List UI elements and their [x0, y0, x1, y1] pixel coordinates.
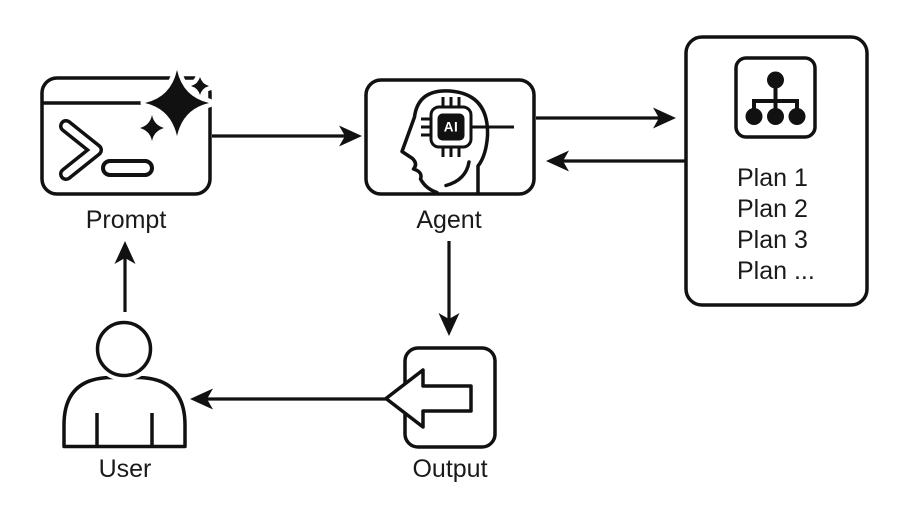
arrow-plans-to-agent — [546, 150, 686, 172]
hierarchy-root-dot — [767, 71, 784, 89]
arrow-output-to-user — [190, 388, 386, 410]
person-icon — [62, 317, 187, 449]
person-head — [95, 320, 153, 378]
head-profile — [400, 89, 490, 195]
plans-node: Plan 1 Plan 2 Plan 3 Plan ... — [684, 35, 869, 307]
plan-item-2: Plan 2 — [737, 195, 808, 223]
sparkle-big — [145, 70, 209, 136]
prompt-node: Prompt — [40, 65, 214, 234]
person-body — [62, 375, 187, 449]
agent-label: Agent — [416, 206, 481, 234]
output-node: Output — [384, 346, 497, 483]
arrow-agent-to-output — [438, 241, 460, 336]
output-label: Output — [412, 455, 487, 483]
sparkle-stars — [140, 70, 209, 141]
chip-body — [437, 113, 465, 141]
hierarchy-leaf-dot-2 — [767, 108, 784, 125]
arrow-prompt-to-agent — [212, 125, 362, 147]
edges — [114, 107, 686, 410]
prompt-underscore — [101, 159, 154, 177]
sparkle-small-tr — [191, 77, 209, 95]
arrowhead-left — [190, 388, 213, 410]
sparkle-icon — [135, 65, 214, 146]
chip-pins — [421, 97, 514, 157]
plan-item-more: Plan ... — [737, 257, 815, 285]
arrowhead-right — [339, 125, 362, 147]
prompt-label: Prompt — [86, 206, 167, 234]
jaw-line — [444, 160, 471, 188]
agent-node: AI Agent — [364, 78, 536, 234]
user-label: User — [99, 455, 152, 483]
plan-item-1: Plan 1 — [737, 164, 808, 192]
arrowhead-up — [114, 241, 136, 264]
plans-box — [684, 35, 869, 307]
prompt-chevron-inner — [62, 122, 100, 178]
arrowhead-right — [653, 107, 676, 129]
arrow-agent-to-plans — [536, 107, 676, 129]
hierarchy-branches — [752, 99, 799, 110]
user-node: User — [62, 317, 187, 483]
chip-ai-label: AI — [444, 120, 459, 135]
arrowhead-left — [546, 150, 569, 172]
export-arrow-icon — [384, 368, 473, 429]
head-chip-icon: AI — [400, 89, 514, 195]
plan-item-3: Plan 3 — [737, 226, 808, 254]
hierarchy-leaf-dot-3 — [788, 108, 806, 125]
hierarchy-icon — [734, 56, 817, 139]
arrow-user-to-prompt — [114, 241, 136, 312]
plan-list: Plan 1 Plan 2 Plan 3 Plan ... — [737, 164, 815, 285]
hierarchy-leaf-dot-1 — [745, 108, 763, 125]
hierarchy-links — [752, 86, 799, 110]
hierarchy-dots — [745, 71, 806, 125]
sparkle-small-bl — [140, 115, 164, 141]
arrowhead-down — [438, 313, 460, 336]
